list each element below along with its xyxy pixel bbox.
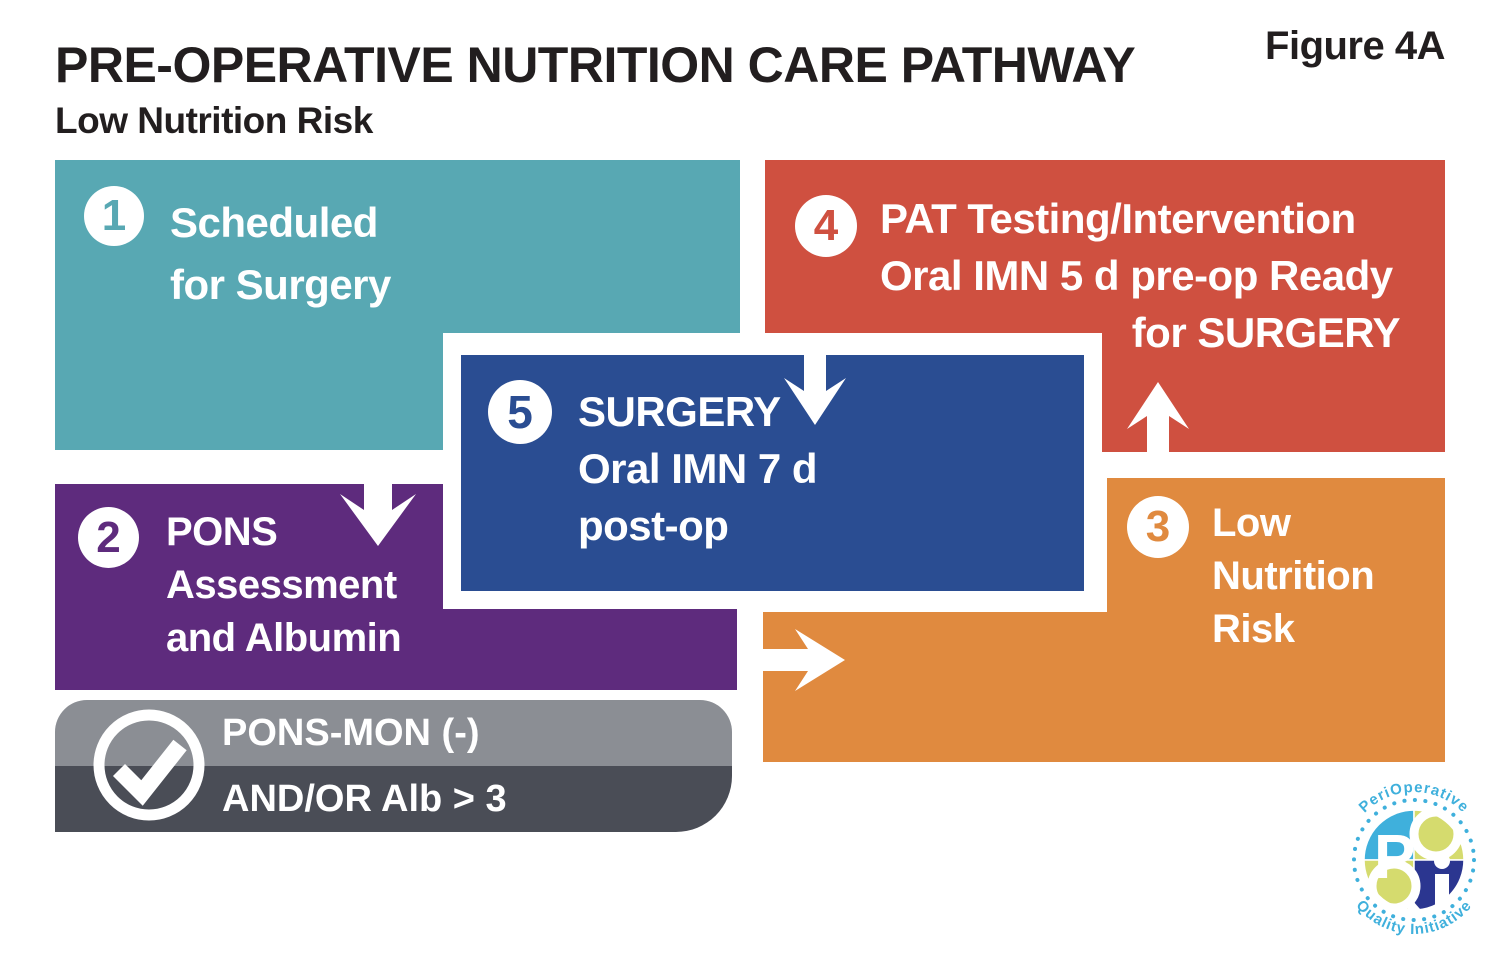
pat-text: PAT Testing/Intervention Oral IMN 5 d pr…	[880, 190, 1401, 361]
step-number-badge-5: 5	[488, 380, 552, 444]
logo-quadrant-tl	[1363, 809, 1415, 861]
pat-line-3: for SURGERY	[1131, 309, 1401, 356]
logo-dotted-ring	[1352, 798, 1476, 922]
box-surgery	[461, 355, 1084, 591]
arrow-down-icon	[784, 355, 846, 425]
criteria-line-1: PONS-MON (-)	[222, 711, 480, 754]
logo-letter-q	[1367, 859, 1421, 913]
step-number-badge-4: 4	[795, 195, 857, 257]
surgery-text: SURGERY Oral IMN 7 d post-op	[578, 383, 818, 554]
scheduled-line-1: Scheduled	[170, 199, 378, 246]
low-risk-line-1: Low	[1212, 501, 1291, 545]
figure-label: Figure 4A	[1265, 24, 1445, 68]
criteria-pill-bottom	[55, 766, 732, 832]
step-number-badge-3: 3	[1127, 496, 1189, 558]
scheduled-line-2: for Surgery	[170, 261, 391, 308]
box-low-nutrition-risk-lower	[763, 612, 1445, 762]
logo-letter-q-tail	[1402, 897, 1426, 921]
pat-line-1: PAT Testing/Intervention	[880, 195, 1356, 242]
check-icon	[93, 709, 205, 821]
arrow-down-icon	[340, 482, 416, 546]
step-number-badge-1: 1	[84, 186, 144, 246]
figure-subtitle: Low Nutrition Risk	[55, 100, 373, 141]
pons-line-3: and Albumin	[166, 616, 402, 660]
logo-letter-i-dot	[1434, 853, 1450, 869]
step-number-badge-2: 2	[78, 507, 139, 568]
poqi-logo: P PeriOperative Quality Initiative	[1352, 779, 1476, 938]
surgery-line-1: SURGERY	[578, 388, 781, 435]
surgery-line-3: post-op	[578, 502, 729, 549]
pons-line-2: Assessment	[166, 563, 397, 607]
surgery-line-2: Oral IMN 7 d	[578, 445, 818, 492]
logo-letter-p: P	[1374, 823, 1415, 892]
figure-title: PRE-OPERATIVE NUTRITION CARE PATHWAY	[55, 37, 1136, 93]
pat-line-2: Oral IMN 5 d pre-op Ready	[880, 252, 1393, 299]
pons-line-1: PONS	[166, 510, 278, 554]
criteria-pill	[55, 700, 732, 832]
low-risk-line-2: Nutrition	[1212, 554, 1375, 598]
arrow-right-icon	[763, 629, 845, 691]
pons-text: PONS Assessment and Albumin	[166, 506, 402, 665]
low-risk-line-3: Risk	[1212, 607, 1295, 651]
criteria-line-2: AND/OR Alb > 3	[222, 777, 507, 820]
box-surgery-frame	[443, 333, 1102, 609]
scheduled-text: Scheduled for Surgery	[170, 192, 391, 316]
arrow-up-icon	[1127, 382, 1189, 452]
logo-letter-i-stem	[1435, 874, 1449, 922]
low-risk-text: Low Nutrition Risk	[1212, 497, 1375, 656]
